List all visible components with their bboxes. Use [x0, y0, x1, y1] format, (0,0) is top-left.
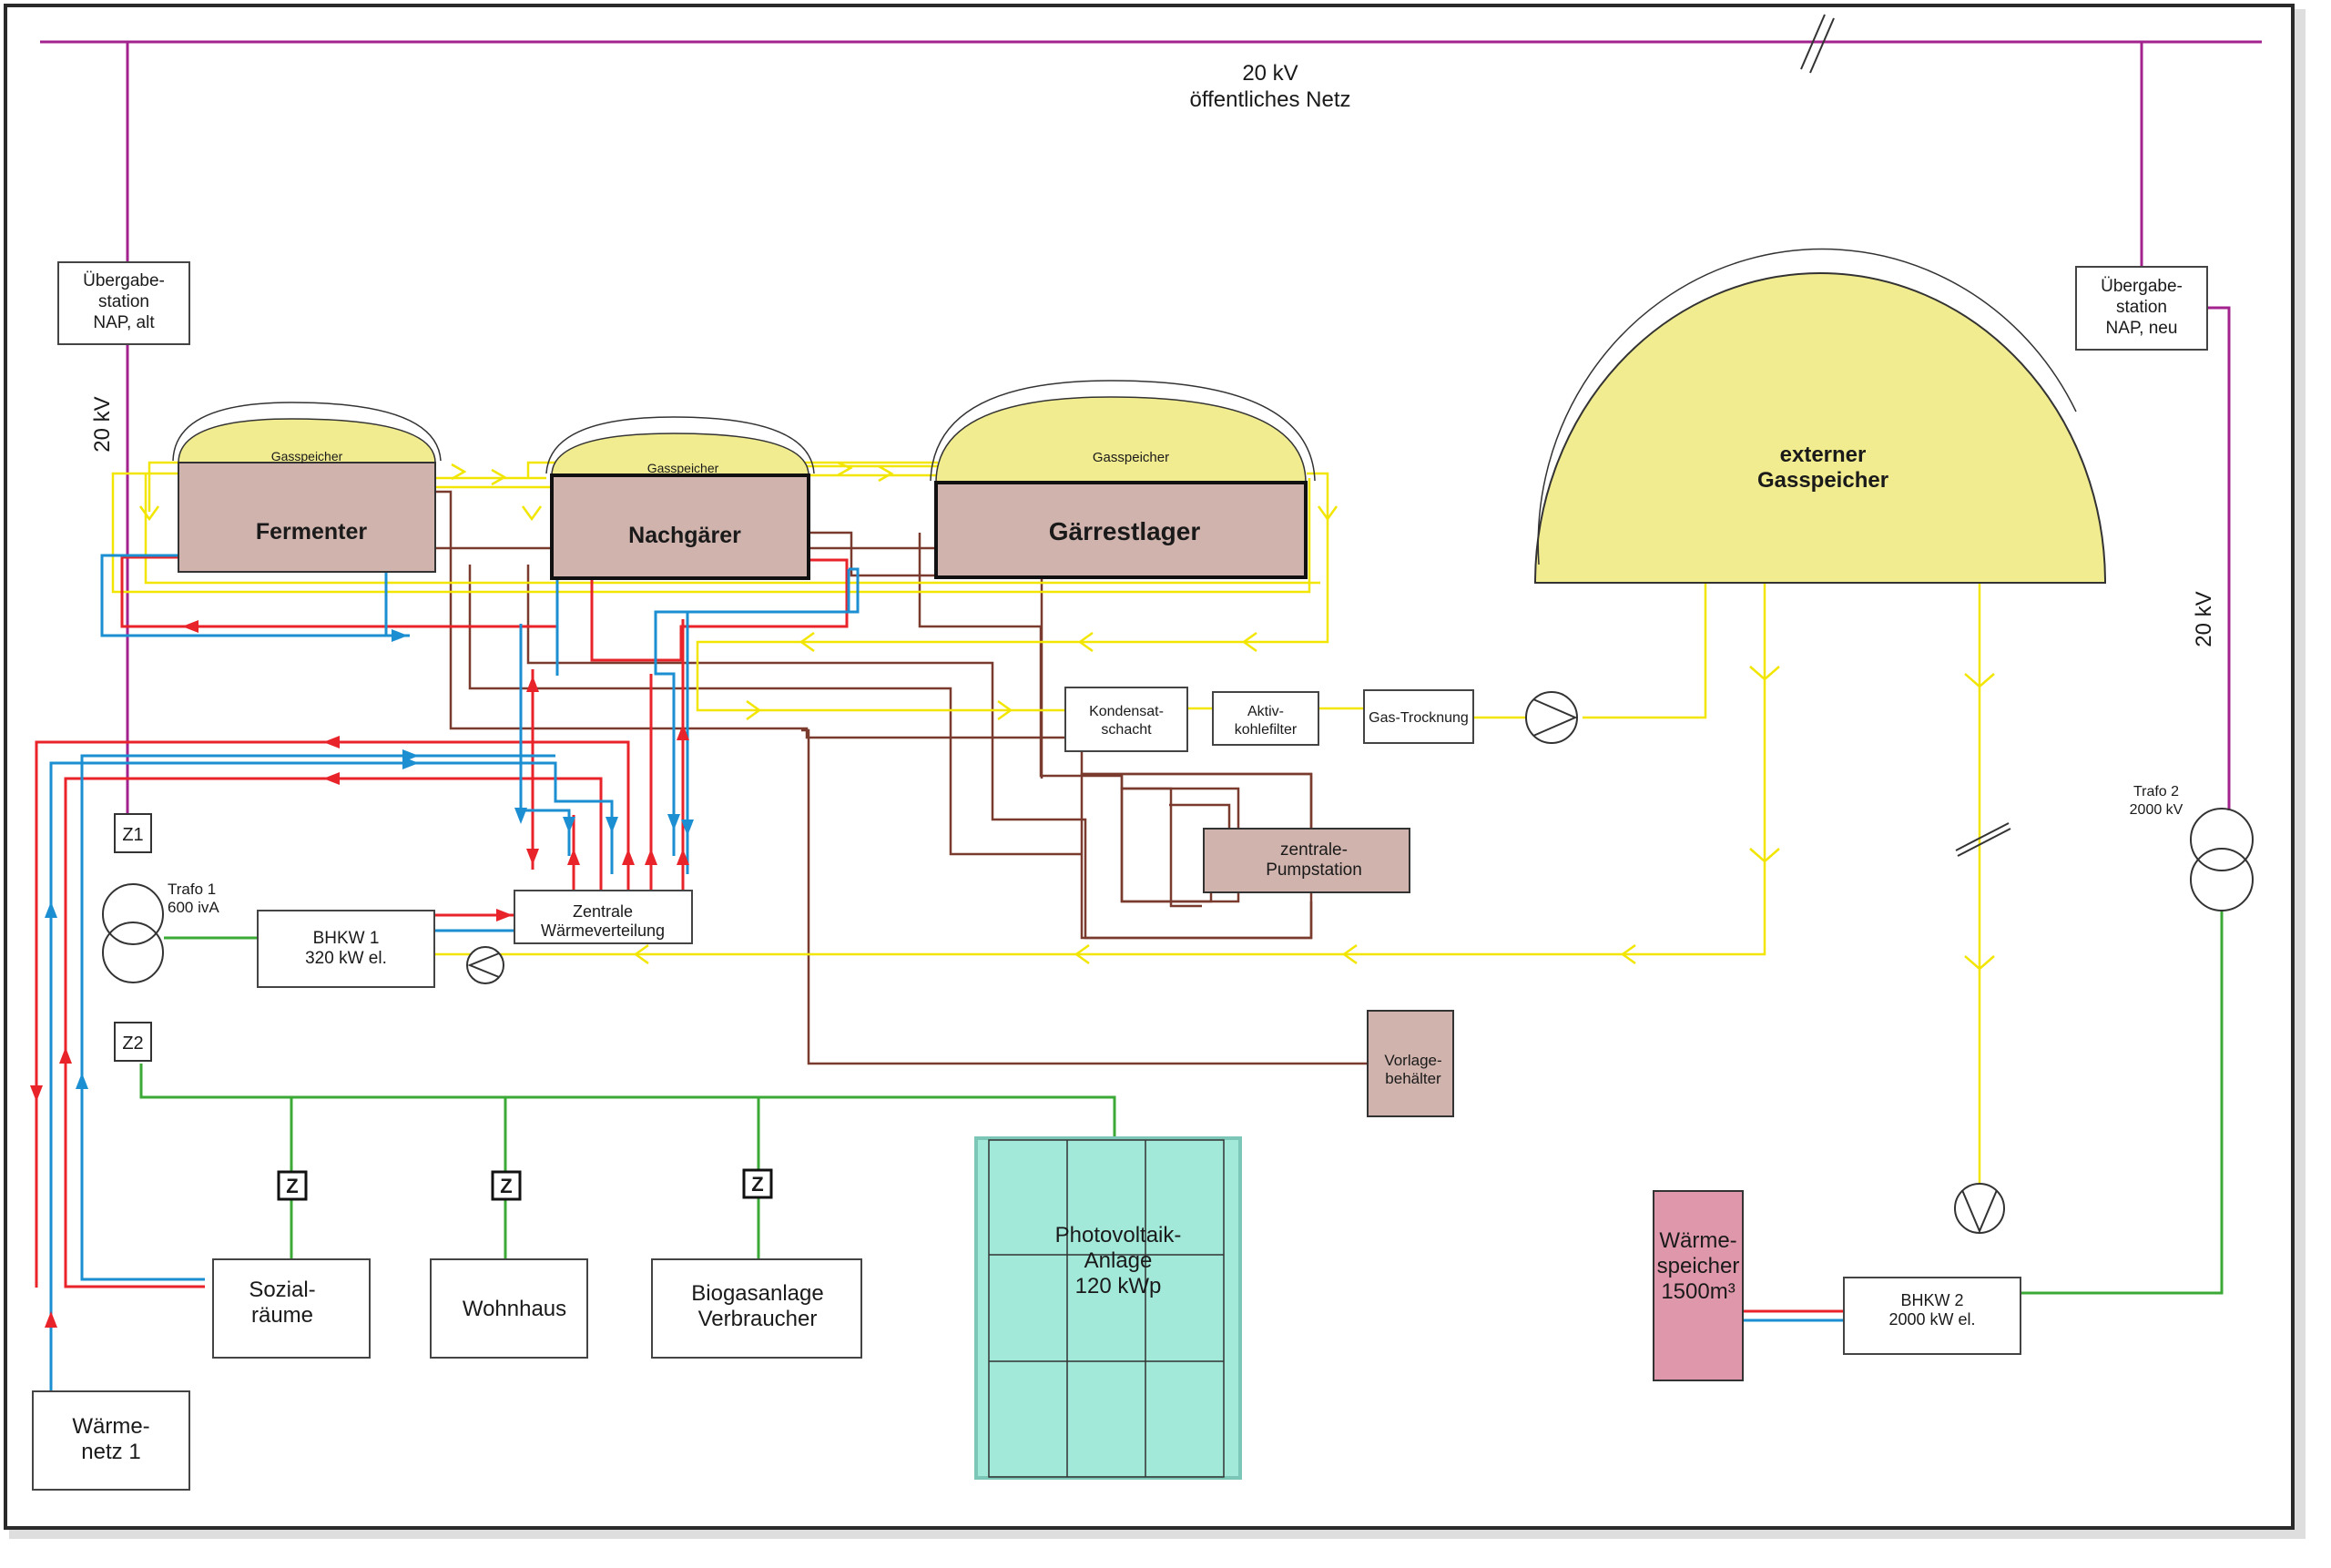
grid-voltage: 20 kV: [1242, 61, 1298, 86]
svg-text:Wärme-: Wärme-: [72, 1414, 149, 1439]
svg-text:Wohnhaus: Wohnhaus: [463, 1297, 566, 1321]
aktivkohlefilter-box: Aktiv- kohlefilter: [1212, 691, 1319, 746]
tank-gaerrestlager: Gasspeicher Gärrestlager: [930, 380, 1316, 579]
electric-lines: [139, 911, 2224, 1295]
svg-text:320 kW el.: 320 kW el.: [305, 949, 387, 968]
svg-text:Wärme-: Wärme-: [1659, 1228, 1736, 1253]
vorlagebehaelter-box: Vorlage- behälter: [1367, 1010, 1454, 1117]
svg-text:Biogasanlage: Biogasanlage: [691, 1281, 823, 1306]
trafo2-rating: 2000 kV: [2130, 802, 2183, 818]
substation-old: Übergabe- station NAP, alt: [57, 261, 190, 345]
gas-break-mark: [1955, 822, 2010, 851]
svg-text:Sozial-: Sozial-: [249, 1278, 315, 1302]
svg-text:behälter: behälter: [1385, 1070, 1441, 1087]
external-gas-storage: externer Gasspeicher: [1533, 248, 2107, 584]
svg-text:speicher: speicher: [1657, 1254, 1740, 1278]
svg-text:netz 1: netz 1: [81, 1440, 140, 1464]
voltage-right-label: 20 kV: [2192, 591, 2216, 647]
svg-text:1500m³: 1500m³: [1661, 1279, 1735, 1304]
svg-text:Z: Z: [751, 1173, 763, 1196]
pumpstation-box: zentrale- Pumpstation: [1203, 828, 1410, 893]
svg-text:Wärmeverteilung: Wärmeverteilung: [541, 921, 665, 940]
svg-text:externer: externer: [1780, 443, 1867, 467]
trafo1-rating: 600 ivA: [168, 899, 219, 916]
meter-z2: Z2: [114, 1022, 152, 1062]
gas-trocknung-box: Gas-Trocknung: [1363, 689, 1474, 744]
substation-new: Übergabe- station NAP, neu: [2075, 266, 2208, 351]
svg-text:Gasspeicher: Gasspeicher: [1757, 468, 1888, 493]
bhkw2-box: BHKW 2 2000 kW el.: [1843, 1277, 2021, 1355]
svg-text:zentrale-: zentrale-: [1280, 840, 1348, 860]
svg-text:station: station: [2116, 298, 2167, 317]
svg-text:Z: Z: [286, 1175, 298, 1197]
svg-text:NAP, neu: NAP, neu: [2106, 319, 2178, 338]
tank-nachgaerer: Gasspeicher Nachgärer: [545, 416, 815, 580]
heat-distribution-box: Zentrale Wärmeverteilung: [514, 890, 693, 944]
meter-z1: Z1: [114, 813, 152, 853]
grid-break-mark-1: [1800, 14, 1826, 70]
consumer-sozialraeume: Sozial- räume: [212, 1258, 371, 1359]
fermenter-storage-label: Gasspeicher: [271, 449, 343, 463]
meter-biogas: Z: [742, 1168, 773, 1199]
grid-break-mark-2: [1809, 17, 1835, 74]
nachgaerer-label: Nachgärer: [628, 523, 741, 548]
nachgaerer-storage-label: Gasspeicher: [647, 461, 719, 475]
cold-water-lines: [49, 532, 1844, 1414]
svg-text:BHKW 2: BHKW 2: [1900, 1291, 1963, 1309]
voltage-left-label: 20 kV: [90, 396, 115, 452]
gas-flow-chevrons: [138, 461, 1995, 971]
bhkw1-pump-icon: [466, 946, 504, 984]
svg-text:station: station: [98, 292, 149, 311]
consumer-biogas: Biogasanlage Verbraucher: [651, 1258, 862, 1359]
svg-text:Anlage: Anlage: [1084, 1248, 1153, 1273]
trafo2-icon: Trafo 2 2000 kV: [2130, 784, 2254, 911]
grid-name: öffentliches Netz: [1190, 87, 1351, 112]
bhkw2-pump-icon: [1954, 1183, 2005, 1234]
fermenter-label: Fermenter: [256, 519, 368, 545]
svg-text:räume: räume: [251, 1303, 313, 1328]
meter-wohnhaus: Z: [491, 1170, 522, 1201]
gaerrestlager-label: Gärrestlager: [1049, 517, 1201, 545]
pv-label: Photovoltaik-: [1055, 1223, 1182, 1247]
trafo2-label: Trafo 2: [2133, 784, 2179, 799]
consumer-wohnhaus: Wohnhaus: [430, 1258, 588, 1359]
substrate-lines: [428, 490, 1368, 1065]
pv-array: Photovoltaik- Anlage 120 kWp: [974, 1136, 1242, 1480]
kondensatschacht-box: Kondensat- schacht: [1064, 687, 1188, 752]
svg-text:Übergabe-: Übergabe-: [2101, 277, 2183, 296]
svg-text:Z: Z: [500, 1175, 512, 1197]
svg-text:Z1: Z1: [122, 825, 143, 845]
gaerrestlager-storage-label: Gasspeicher: [1093, 450, 1169, 465]
svg-text:BHKW 1: BHKW 1: [313, 929, 380, 948]
flow-arrows: [30, 620, 694, 1328]
power-lines: [40, 40, 2262, 815]
trafo1-icon: Trafo 1 600 ivA: [102, 881, 219, 983]
svg-text:Z2: Z2: [122, 1033, 143, 1054]
heat-storage-box: Wärme- speicher 1500m³: [1653, 1190, 1744, 1381]
meter-sozial: Z: [277, 1170, 308, 1201]
svg-text:Zentrale: Zentrale: [573, 902, 633, 921]
gas-pump-icon: [1525, 691, 1578, 744]
heat-network-box: Wärme- netz 1: [32, 1390, 190, 1491]
svg-text:Pumpstation: Pumpstation: [1266, 860, 1362, 880]
svg-text:NAP, alt: NAP, alt: [93, 313, 155, 332]
svg-text:schacht: schacht: [1101, 722, 1152, 738]
svg-text:2000 kW el.: 2000 kW el.: [1888, 1310, 1975, 1329]
svg-text:Verbraucher: Verbraucher: [698, 1307, 818, 1331]
svg-text:kohlefilter: kohlefilter: [1235, 722, 1298, 738]
svg-text:Übergabe-: Übergabe-: [83, 271, 165, 290]
bhkw1-box: BHKW 1 320 kW el.: [257, 910, 435, 988]
svg-text:Kondensat-: Kondensat-: [1089, 704, 1164, 719]
tank-fermenter: Gasspeicher Fermenter: [172, 402, 442, 573]
trafo1-label: Trafo 1: [168, 881, 216, 898]
svg-text:Vorlage-: Vorlage-: [1384, 1052, 1441, 1069]
svg-text:Aktiv-: Aktiv-: [1247, 704, 1284, 719]
svg-text:120 kWp: 120 kWp: [1075, 1274, 1162, 1298]
svg-text:Gas-Trocknung: Gas-Trocknung: [1369, 710, 1469, 726]
